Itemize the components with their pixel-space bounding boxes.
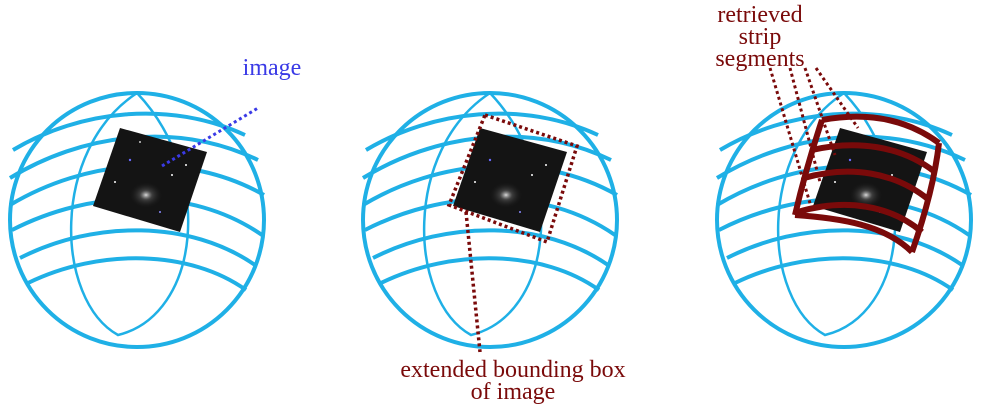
astronomical-image [93,128,207,232]
image-label: image [243,55,302,81]
strip-segments-label-line-3: segments [715,46,804,72]
bounding-box-label-line-2: of image [471,379,556,405]
astronomical-image [453,128,567,232]
sphere-globe [10,93,264,347]
panel-strip-segments: retrieved strip segments [715,2,971,347]
panel-bounding-box: extended bounding box of image [363,93,626,405]
panel-image: image [10,55,301,347]
